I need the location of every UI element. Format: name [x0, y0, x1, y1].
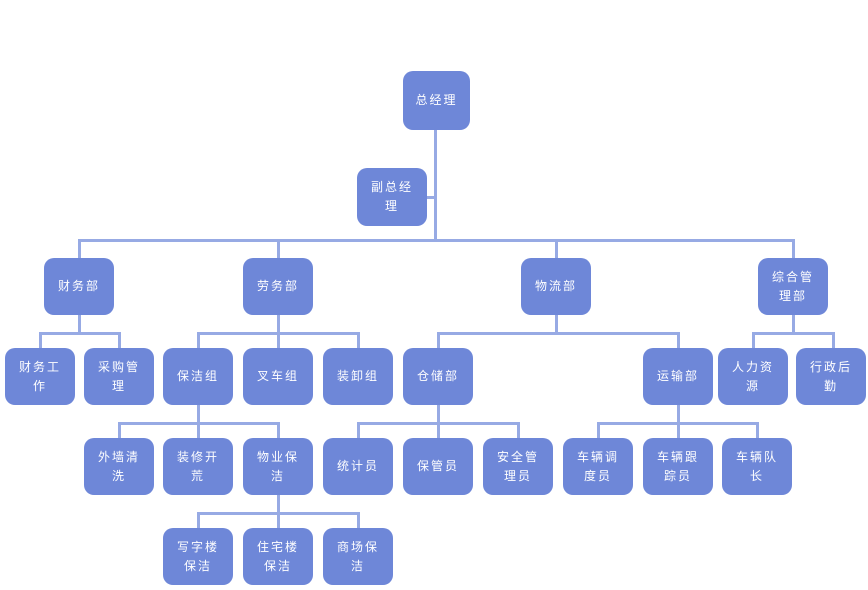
org-node-label: 车辆调度员: [576, 449, 619, 483]
org-node-label: 装修开荒: [176, 449, 219, 483]
org-node-vehicle-tracker[interactable]: 车辆跟踪员: [643, 438, 713, 495]
connector-line: [677, 332, 680, 348]
org-node-safety-manager[interactable]: 安全管理员: [483, 438, 553, 495]
org-node-cleaning-team[interactable]: 保洁组: [163, 348, 233, 405]
org-node-label: 写字楼保洁: [176, 539, 219, 573]
org-node-label: 行政后勤: [809, 359, 852, 393]
org-node-procurement-management[interactable]: 采购管理: [84, 348, 154, 405]
org-node-label: 物流部: [534, 279, 577, 293]
org-node-label: 运输部: [656, 369, 699, 383]
org-node-label: 物业保洁: [256, 449, 299, 483]
connector-line: [277, 422, 280, 438]
connector-line: [357, 512, 360, 528]
org-node-label: 综合管理部: [771, 269, 814, 303]
connector-line: [434, 130, 437, 241]
connector-line: [752, 332, 755, 348]
connector-line: [118, 332, 121, 348]
org-node-loading-team[interactable]: 装卸组: [323, 348, 393, 405]
org-node-label: 安全管理员: [496, 449, 539, 483]
connector-line: [78, 239, 795, 242]
org-node-property-cleaning[interactable]: 物业保洁: [243, 438, 313, 495]
org-node-deputy-general-manager[interactable]: 副总经理: [357, 168, 427, 226]
connector-line: [792, 315, 795, 335]
connector-line: [756, 422, 759, 438]
connector-line: [277, 332, 280, 348]
org-node-label: 车辆跟踪员: [656, 449, 699, 483]
org-node-labor-dept[interactable]: 劳务部: [243, 258, 313, 315]
connector-line: [357, 422, 360, 438]
org-node-label: 人力资源: [731, 359, 774, 393]
connector-line: [832, 332, 835, 348]
connector-line: [677, 422, 680, 438]
connector-line: [426, 196, 436, 199]
org-node-label: 仓储部: [416, 369, 459, 383]
org-node-renovation-cleaning[interactable]: 装修开荒: [163, 438, 233, 495]
org-node-admin-logistics[interactable]: 行政后勤: [796, 348, 866, 405]
org-node-office-building-cleaning[interactable]: 写字楼保洁: [163, 528, 233, 585]
org-node-human-resources[interactable]: 人力资源: [718, 348, 788, 405]
org-node-forklift-team[interactable]: 叉车组: [243, 348, 313, 405]
connector-line: [555, 315, 558, 335]
connector-line: [517, 422, 520, 438]
connector-line: [277, 315, 280, 335]
org-node-storekeeper[interactable]: 保管员: [403, 438, 473, 495]
connector-line: [437, 405, 440, 425]
connector-line: [118, 422, 121, 438]
org-node-label: 财务部: [57, 279, 100, 293]
connector-line: [437, 332, 440, 348]
org-node-label: 外墙清洗: [97, 449, 140, 483]
connector-line: [792, 239, 795, 258]
org-node-general-manager[interactable]: 总经理: [403, 71, 470, 130]
org-node-label: 采购管理: [97, 359, 140, 393]
org-node-residential-building-cleaning[interactable]: 住宅楼保洁: [243, 528, 313, 585]
org-node-label: 商场保洁: [336, 539, 379, 573]
connector-line: [357, 332, 360, 348]
org-node-label: 劳务部: [256, 279, 299, 293]
org-node-statistician[interactable]: 统计员: [323, 438, 393, 495]
connector-line: [197, 405, 200, 425]
connector-line: [78, 239, 81, 258]
connector-line: [437, 332, 680, 335]
connector-line: [277, 512, 280, 528]
org-node-label: 叉车组: [256, 369, 299, 383]
connector-line: [277, 239, 280, 258]
connector-line: [39, 332, 121, 335]
org-node-label: 保管员: [416, 459, 459, 473]
connector-line: [197, 332, 200, 348]
org-node-general-admin-dept[interactable]: 综合管理部: [758, 258, 828, 315]
connector-line: [78, 315, 81, 335]
connector-line: [555, 239, 558, 258]
connector-line: [597, 422, 600, 438]
org-node-logistics-dept[interactable]: 物流部: [521, 258, 591, 315]
connector-line: [39, 332, 42, 348]
org-node-label: 统计员: [336, 459, 379, 473]
connector-line: [197, 422, 200, 438]
org-node-warehouse-dept[interactable]: 仓储部: [403, 348, 473, 405]
connector-line: [677, 405, 680, 425]
org-node-label: 总经理: [415, 93, 458, 107]
org-node-label: 财务工作: [18, 359, 61, 393]
org-node-label: 装卸组: [336, 369, 379, 383]
org-node-transport-dept[interactable]: 运输部: [643, 348, 713, 405]
org-node-label: 车辆队长: [735, 449, 778, 483]
org-node-finance-dept[interactable]: 财务部: [44, 258, 114, 315]
org-node-vehicle-dispatcher[interactable]: 车辆调度员: [563, 438, 633, 495]
org-node-mall-cleaning[interactable]: 商场保洁: [323, 528, 393, 585]
org-node-label: 保洁组: [176, 369, 219, 383]
org-node-exterior-wall-cleaning[interactable]: 外墙清洗: [84, 438, 154, 495]
connector-line: [752, 332, 835, 335]
connector-line: [197, 512, 200, 528]
org-node-label: 住宅楼保洁: [256, 539, 299, 573]
org-node-label: 副总经理: [370, 180, 413, 213]
connector-line: [277, 495, 280, 515]
org-node-vehicle-captain[interactable]: 车辆队长: [722, 438, 792, 495]
org-node-finance-work[interactable]: 财务工作: [5, 348, 75, 405]
connector-line: [437, 422, 440, 438]
